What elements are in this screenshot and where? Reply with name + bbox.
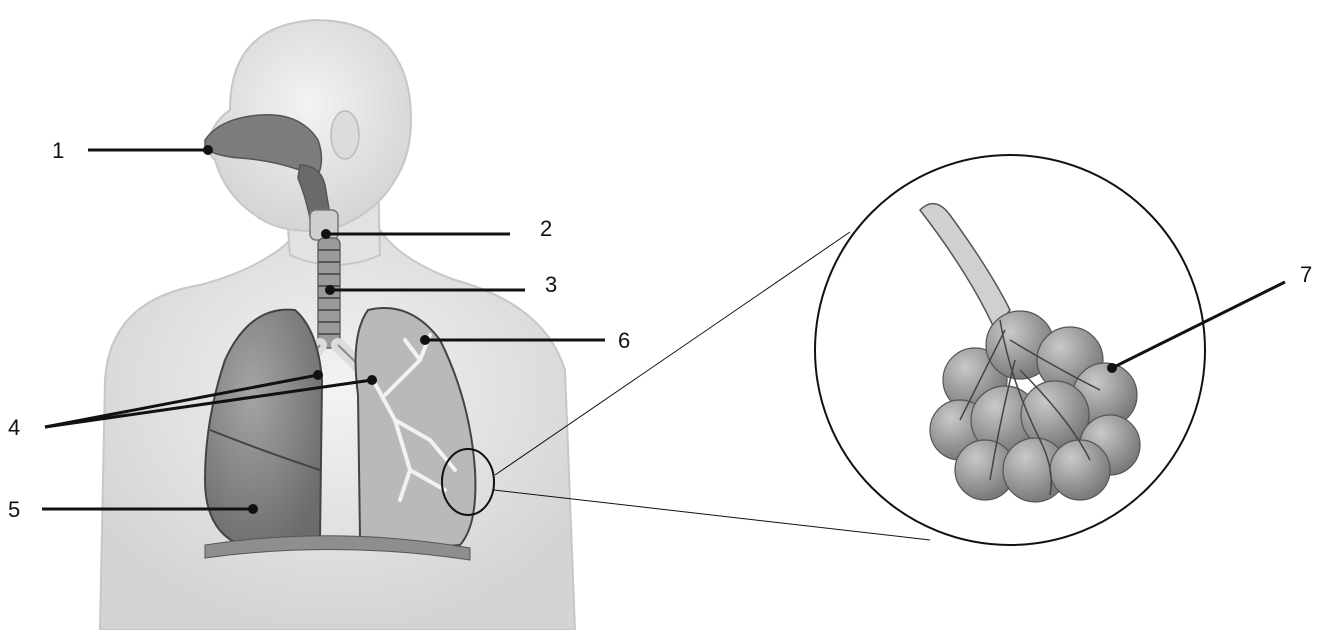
- label-2-text: 2: [540, 216, 552, 241]
- label-6-text: 6: [618, 328, 630, 353]
- label-3-text: 3: [545, 272, 557, 297]
- label-5-text: 5: [8, 497, 20, 522]
- label-7-text: 7: [1300, 262, 1312, 287]
- label-1-text: 1: [52, 138, 64, 163]
- label-1: 1: [52, 138, 213, 163]
- label-4-text: 4: [8, 415, 20, 440]
- ear: [331, 111, 359, 159]
